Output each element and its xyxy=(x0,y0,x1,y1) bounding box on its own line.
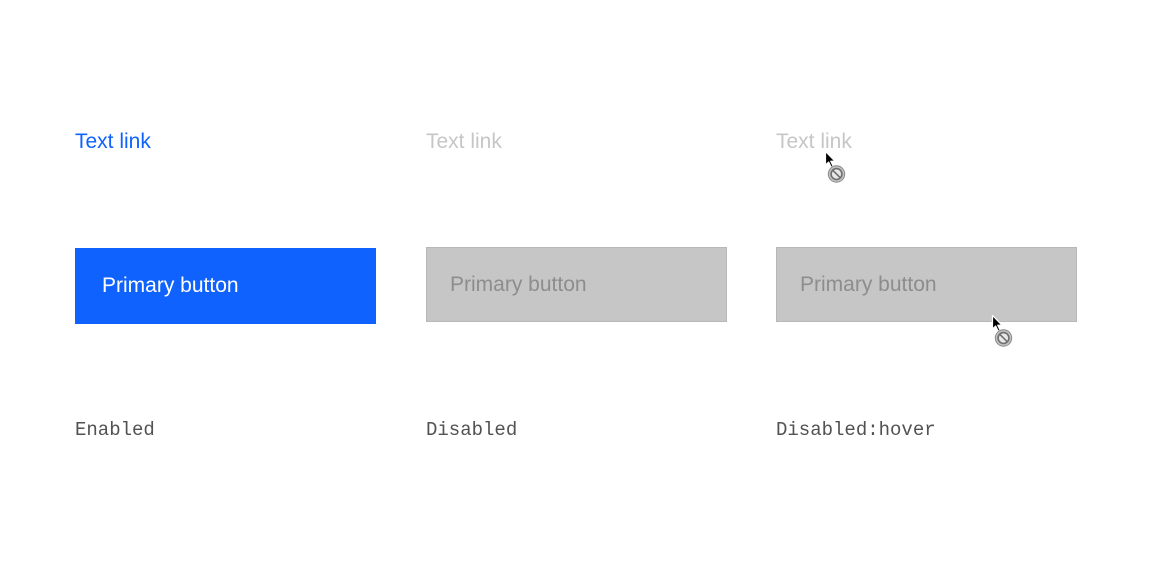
state-column-disabled-hover: Text link Primary button Disabled:hover xyxy=(776,0,1078,568)
not-allowed-cursor-icon xyxy=(824,150,846,183)
text-link-disabled: Text link xyxy=(426,130,502,153)
state-column-disabled: Text link Primary button Disabled xyxy=(426,0,728,568)
primary-button-enabled[interactable]: Primary button xyxy=(75,248,376,324)
state-caption-disabled-hover: Disabled:hover xyxy=(776,419,936,441)
text-link-disabled-hover: Text link xyxy=(776,130,852,153)
state-caption-disabled: Disabled xyxy=(426,419,518,441)
state-caption-enabled: Enabled xyxy=(75,419,155,441)
not-allowed-cursor-icon xyxy=(991,314,1013,347)
primary-button-disabled: Primary button xyxy=(426,247,727,322)
text-link-enabled[interactable]: Text link xyxy=(75,130,151,153)
state-column-enabled: Text link Primary button Enabled xyxy=(75,0,377,568)
primary-button-disabled-hover: Primary button xyxy=(776,247,1077,322)
